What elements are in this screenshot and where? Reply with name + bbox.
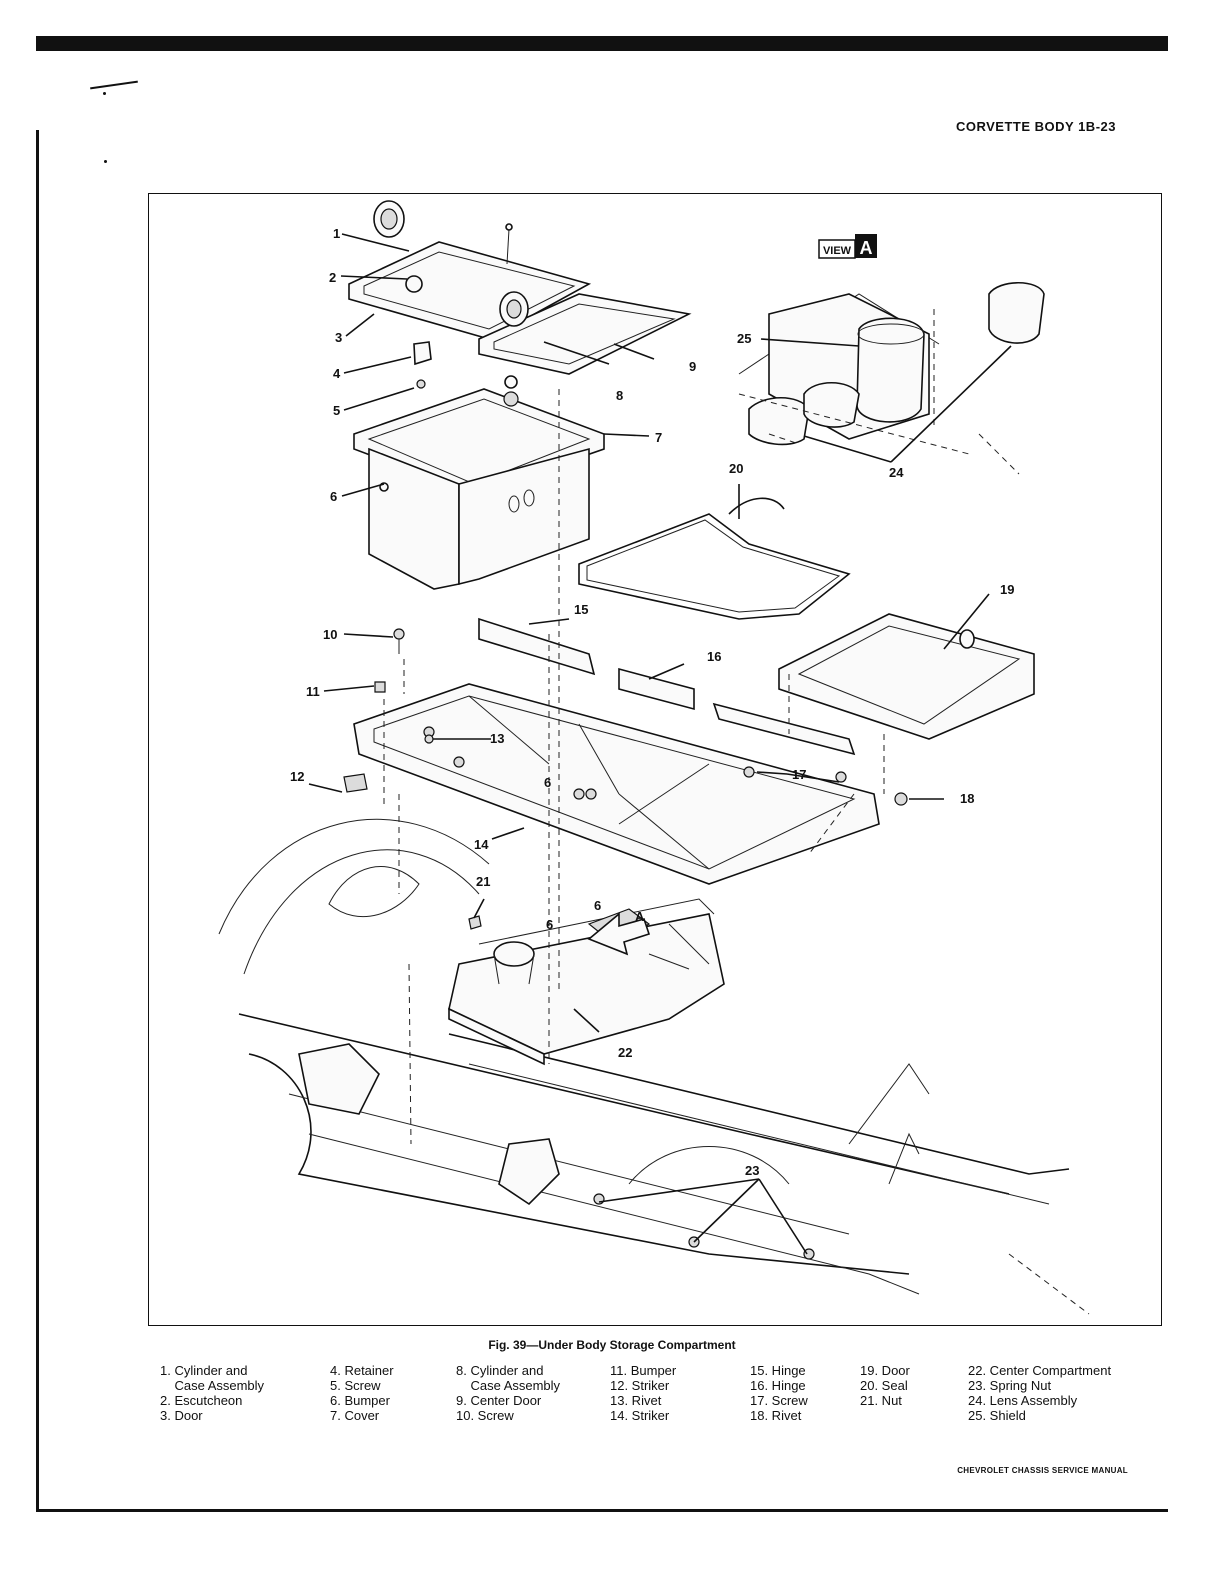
view-letter: A bbox=[860, 238, 873, 258]
legend-item: 15. Hinge bbox=[750, 1363, 806, 1378]
legend-item: 20. Seal bbox=[860, 1378, 908, 1393]
callout-24: 24 bbox=[889, 465, 904, 480]
callout-21: 21 bbox=[476, 874, 490, 889]
seal-loop bbox=[578, 497, 851, 620]
callout-20: 20 bbox=[729, 461, 743, 476]
legend-item: 23. Spring Nut bbox=[968, 1378, 1052, 1393]
legend-item: 1. Cylinder and bbox=[160, 1363, 248, 1378]
legend-item: 7. Cover bbox=[330, 1408, 380, 1423]
legend-item: 12. Striker bbox=[610, 1378, 670, 1393]
floor-pan-frame bbox=[353, 683, 880, 885]
leader-lines bbox=[308, 233, 1012, 1255]
callout-7: 7 bbox=[655, 430, 662, 445]
view-a-inset bbox=[738, 282, 1045, 475]
legend-item: 13. Rivet bbox=[610, 1393, 662, 1408]
callout-23: 23 bbox=[745, 1163, 759, 1178]
legend-item: 11. Bumper bbox=[610, 1363, 677, 1378]
callout-4: 4 bbox=[333, 366, 341, 381]
legend-item: 19. Door bbox=[860, 1363, 910, 1378]
callout-19: 19 bbox=[1000, 582, 1014, 597]
callout-18: 18 bbox=[960, 791, 974, 806]
callout-1: 1 bbox=[333, 226, 340, 241]
legend-item: 17. Screw bbox=[750, 1393, 808, 1408]
arrow-letter: A bbox=[635, 909, 645, 924]
legend-item: 4. Retainer bbox=[330, 1363, 394, 1378]
legend-item: 6. Bumper bbox=[330, 1393, 390, 1408]
page-footer: CHEVROLET CHASSIS SERVICE MANUAL bbox=[957, 1466, 1128, 1475]
legend-item: 25. Shield bbox=[968, 1408, 1026, 1423]
fasteners bbox=[343, 628, 908, 1260]
bottom-margin-rule bbox=[36, 1509, 1168, 1512]
left-margin-rule bbox=[36, 130, 39, 1512]
legend-column: 1. Cylinder and Case Assembly 2. Escutch… bbox=[160, 1363, 264, 1423]
callout-15: 15 bbox=[574, 602, 588, 617]
callout-14: 14 bbox=[474, 837, 489, 852]
exploded-diagram-frame: VIEW A A 6 6 6 1 2 3 4 5 6 7 8 9 10 11 1… bbox=[148, 193, 1162, 1326]
assembly-lines bbox=[383, 389, 885, 1145]
callout-16: 16 bbox=[707, 649, 721, 664]
center-compartment bbox=[448, 898, 725, 1066]
callout-13: 13 bbox=[490, 731, 504, 746]
door-pair bbox=[348, 200, 692, 389]
hinges bbox=[478, 617, 856, 756]
view-direction-arrow: A bbox=[587, 909, 651, 956]
scan-mark-dot bbox=[104, 160, 107, 163]
callout-6: 6 bbox=[330, 489, 337, 504]
cover-and-box bbox=[353, 375, 605, 590]
legend-item: 5. Screw bbox=[330, 1378, 381, 1393]
legend-item: Case Assembly bbox=[160, 1378, 265, 1393]
legend-item: 8. Cylinder and bbox=[456, 1363, 544, 1378]
legend-item: 3. Door bbox=[160, 1408, 203, 1423]
legend-column: 4. Retainer 5. Screw 6. Bumper 7. Cover bbox=[330, 1363, 394, 1423]
callout-11: 11 bbox=[306, 684, 320, 699]
legend-item: 21. Nut bbox=[860, 1393, 902, 1408]
legend-column: 19. Door 20. Seal 21. Nut bbox=[860, 1363, 910, 1408]
view-label: VIEW bbox=[823, 245, 852, 257]
callout-10: 10 bbox=[323, 627, 337, 642]
legend-item: 24. Lens Assembly bbox=[968, 1393, 1078, 1408]
right-door-19 bbox=[778, 613, 1035, 740]
top-border-bar bbox=[36, 36, 1168, 51]
callout-17: 17 bbox=[792, 767, 806, 782]
legend-item: 16. Hinge bbox=[750, 1378, 806, 1393]
scan-mark-stroke bbox=[90, 80, 138, 90]
legend-item: Case Assembly bbox=[456, 1378, 561, 1393]
callout-22: 22 bbox=[618, 1045, 632, 1060]
legend-item: 22. Center Compartment bbox=[968, 1363, 1112, 1378]
scan-mark-dot bbox=[103, 92, 106, 95]
exploded-diagram: VIEW A A 6 6 6 1 2 3 4 5 6 7 8 9 10 11 1… bbox=[218, 200, 1090, 1315]
callout-5: 5 bbox=[333, 403, 340, 418]
legend-item: 10. Screw bbox=[456, 1408, 514, 1423]
legend-column: 15. Hinge 16. Hinge 17. Screw 18. Rivet bbox=[750, 1363, 808, 1423]
legend-column: 22. Center Compartment 23. Spring Nut 24… bbox=[968, 1363, 1111, 1423]
callout-12: 12 bbox=[290, 769, 304, 784]
legend-item: 9. Center Door bbox=[456, 1393, 542, 1408]
legend-item: 2. Escutcheon bbox=[160, 1393, 243, 1408]
callout-25: 25 bbox=[737, 331, 751, 346]
view-a-label: VIEW A bbox=[818, 234, 877, 259]
legend-column: 8. Cylinder and Case Assembly 9. Center … bbox=[456, 1363, 560, 1423]
legend-column: 11. Bumper 12. Striker 13. Rivet 14. Str… bbox=[610, 1363, 676, 1423]
stamp-mark: 6 bbox=[544, 775, 551, 790]
figure-caption: Fig. 39—Under Body Storage Compartment bbox=[488, 1338, 736, 1352]
body-floor-outline bbox=[218, 819, 1090, 1315]
callout-9: 9 bbox=[689, 359, 696, 374]
legend-item: 14. Striker bbox=[610, 1408, 670, 1423]
page-header: CORVETTE BODY 1B-23 bbox=[955, 119, 1116, 134]
stamp-mark: 6 bbox=[594, 898, 601, 913]
callout-2: 2 bbox=[329, 270, 336, 285]
legend-item: 18. Rivet bbox=[750, 1408, 802, 1423]
callout-3: 3 bbox=[335, 330, 342, 345]
stamp-mark: 6 bbox=[546, 917, 553, 932]
callout-8: 8 bbox=[616, 388, 623, 403]
